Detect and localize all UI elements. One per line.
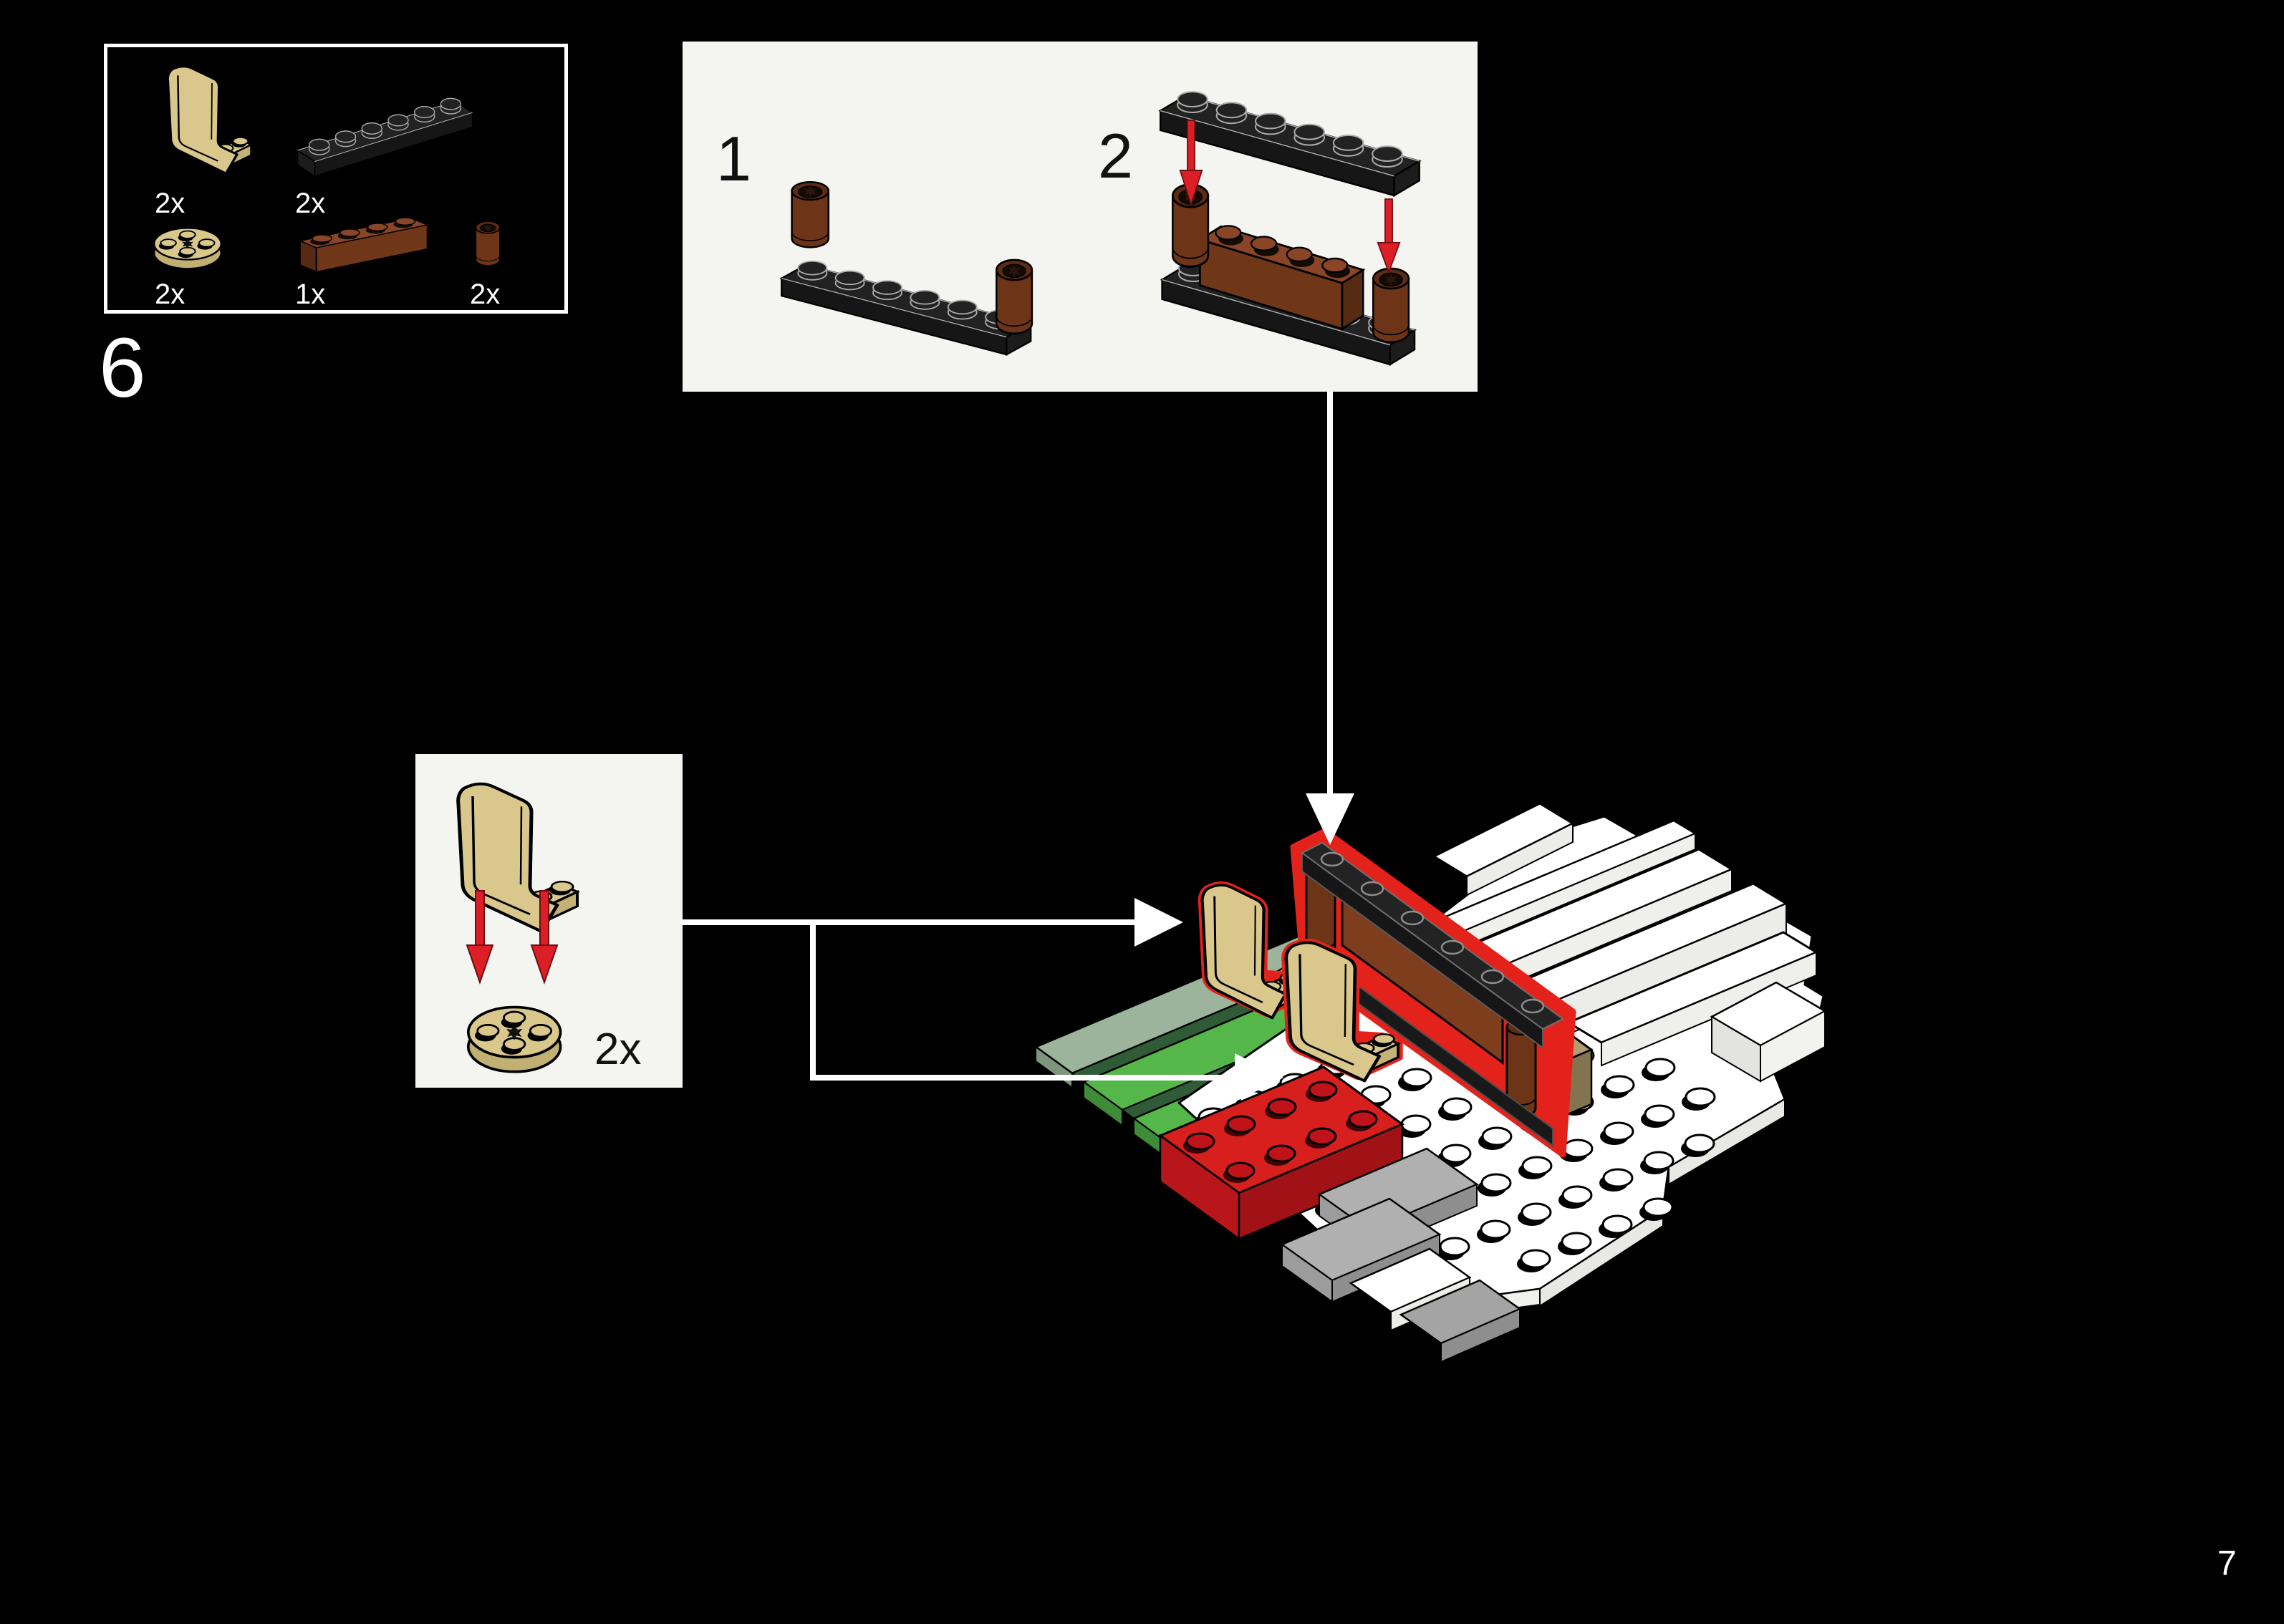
substep-2-illustration [1159,90,1421,366]
black-plate-1x6 [781,260,1032,356]
brown-round-brick [791,180,830,248]
tan-seat-icon [166,65,253,175]
brown-brick-1x4-icon [299,217,428,273]
callout-quantity-label: 2x [594,1025,642,1074]
brown-round-brick-icon [475,221,501,266]
substep-2-label: 2 [1098,120,1133,191]
connector-arrows [683,392,1354,1102]
gray-keel-steps [1280,1147,1522,1363]
black-plate-1x6-icon [297,97,473,177]
substep-1-label: 1 [716,123,751,194]
part-quantity-label: 2x [470,279,501,310]
parts-box-icons [153,65,501,273]
substep-1-illustration [781,180,1033,356]
red-plate [1157,1065,1405,1241]
right-arrow-icon [1235,1053,1283,1102]
right-arrow-icon [1134,898,1183,947]
step-number: 6 [99,321,146,415]
part-quantity-label: 2x [155,279,185,310]
white-hull-tiles [1427,802,1827,1083]
brown-round-brick [1372,267,1410,344]
callout-illustration [458,784,577,1073]
main-assembly-illustration [1034,802,1827,1363]
part-quantity-label: 1x [295,279,326,310]
part-quantity-label: 2x [155,188,185,219]
tan-round-plate [466,1005,562,1073]
wall-highlight-group [1290,828,1576,1158]
red-down-arrow-icon [1377,198,1401,274]
brown-round-brick [995,258,1033,335]
tan-round-plate-icon [153,227,223,270]
down-arrow-icon [1306,793,1354,845]
part-quantity-label: 2x [295,188,326,219]
page-number: 7 [2217,1545,2237,1582]
connector-line-callout-to-seat2 [810,922,1235,1081]
